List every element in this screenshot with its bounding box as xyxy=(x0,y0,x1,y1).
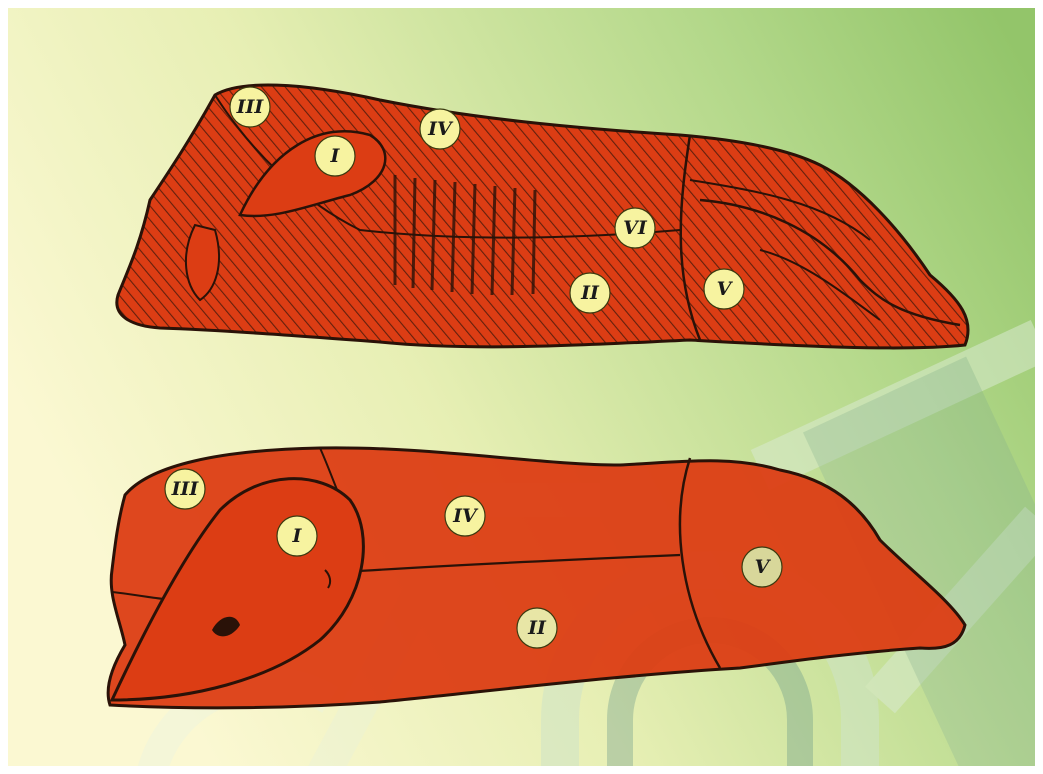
svg-text:III: III xyxy=(171,478,200,500)
lower-label-V: V xyxy=(742,547,782,587)
svg-text:V: V xyxy=(755,556,772,578)
upper-label-IV: IV xyxy=(420,109,460,149)
svg-text:I: I xyxy=(292,525,303,547)
upper-label-II: II xyxy=(570,273,610,313)
lower-label-III: III xyxy=(165,469,205,509)
svg-text:II: II xyxy=(527,617,547,639)
svg-text:IV: IV xyxy=(452,505,479,527)
lower-label-I: I xyxy=(277,516,317,556)
upper-label-VI: VI xyxy=(615,208,655,248)
svg-text:I: I xyxy=(330,145,341,167)
svg-text:III: III xyxy=(236,96,265,118)
svg-text:IV: IV xyxy=(427,118,454,140)
lower-label-II: II xyxy=(517,608,557,648)
upper-label-III: III xyxy=(230,87,270,127)
upper-label-I: I xyxy=(315,136,355,176)
svg-text:VI: VI xyxy=(623,217,648,239)
lower-label-IV: IV xyxy=(445,496,485,536)
svg-text:II: II xyxy=(580,282,600,304)
svg-text:V: V xyxy=(717,278,734,300)
upper-label-V: V xyxy=(704,269,744,309)
